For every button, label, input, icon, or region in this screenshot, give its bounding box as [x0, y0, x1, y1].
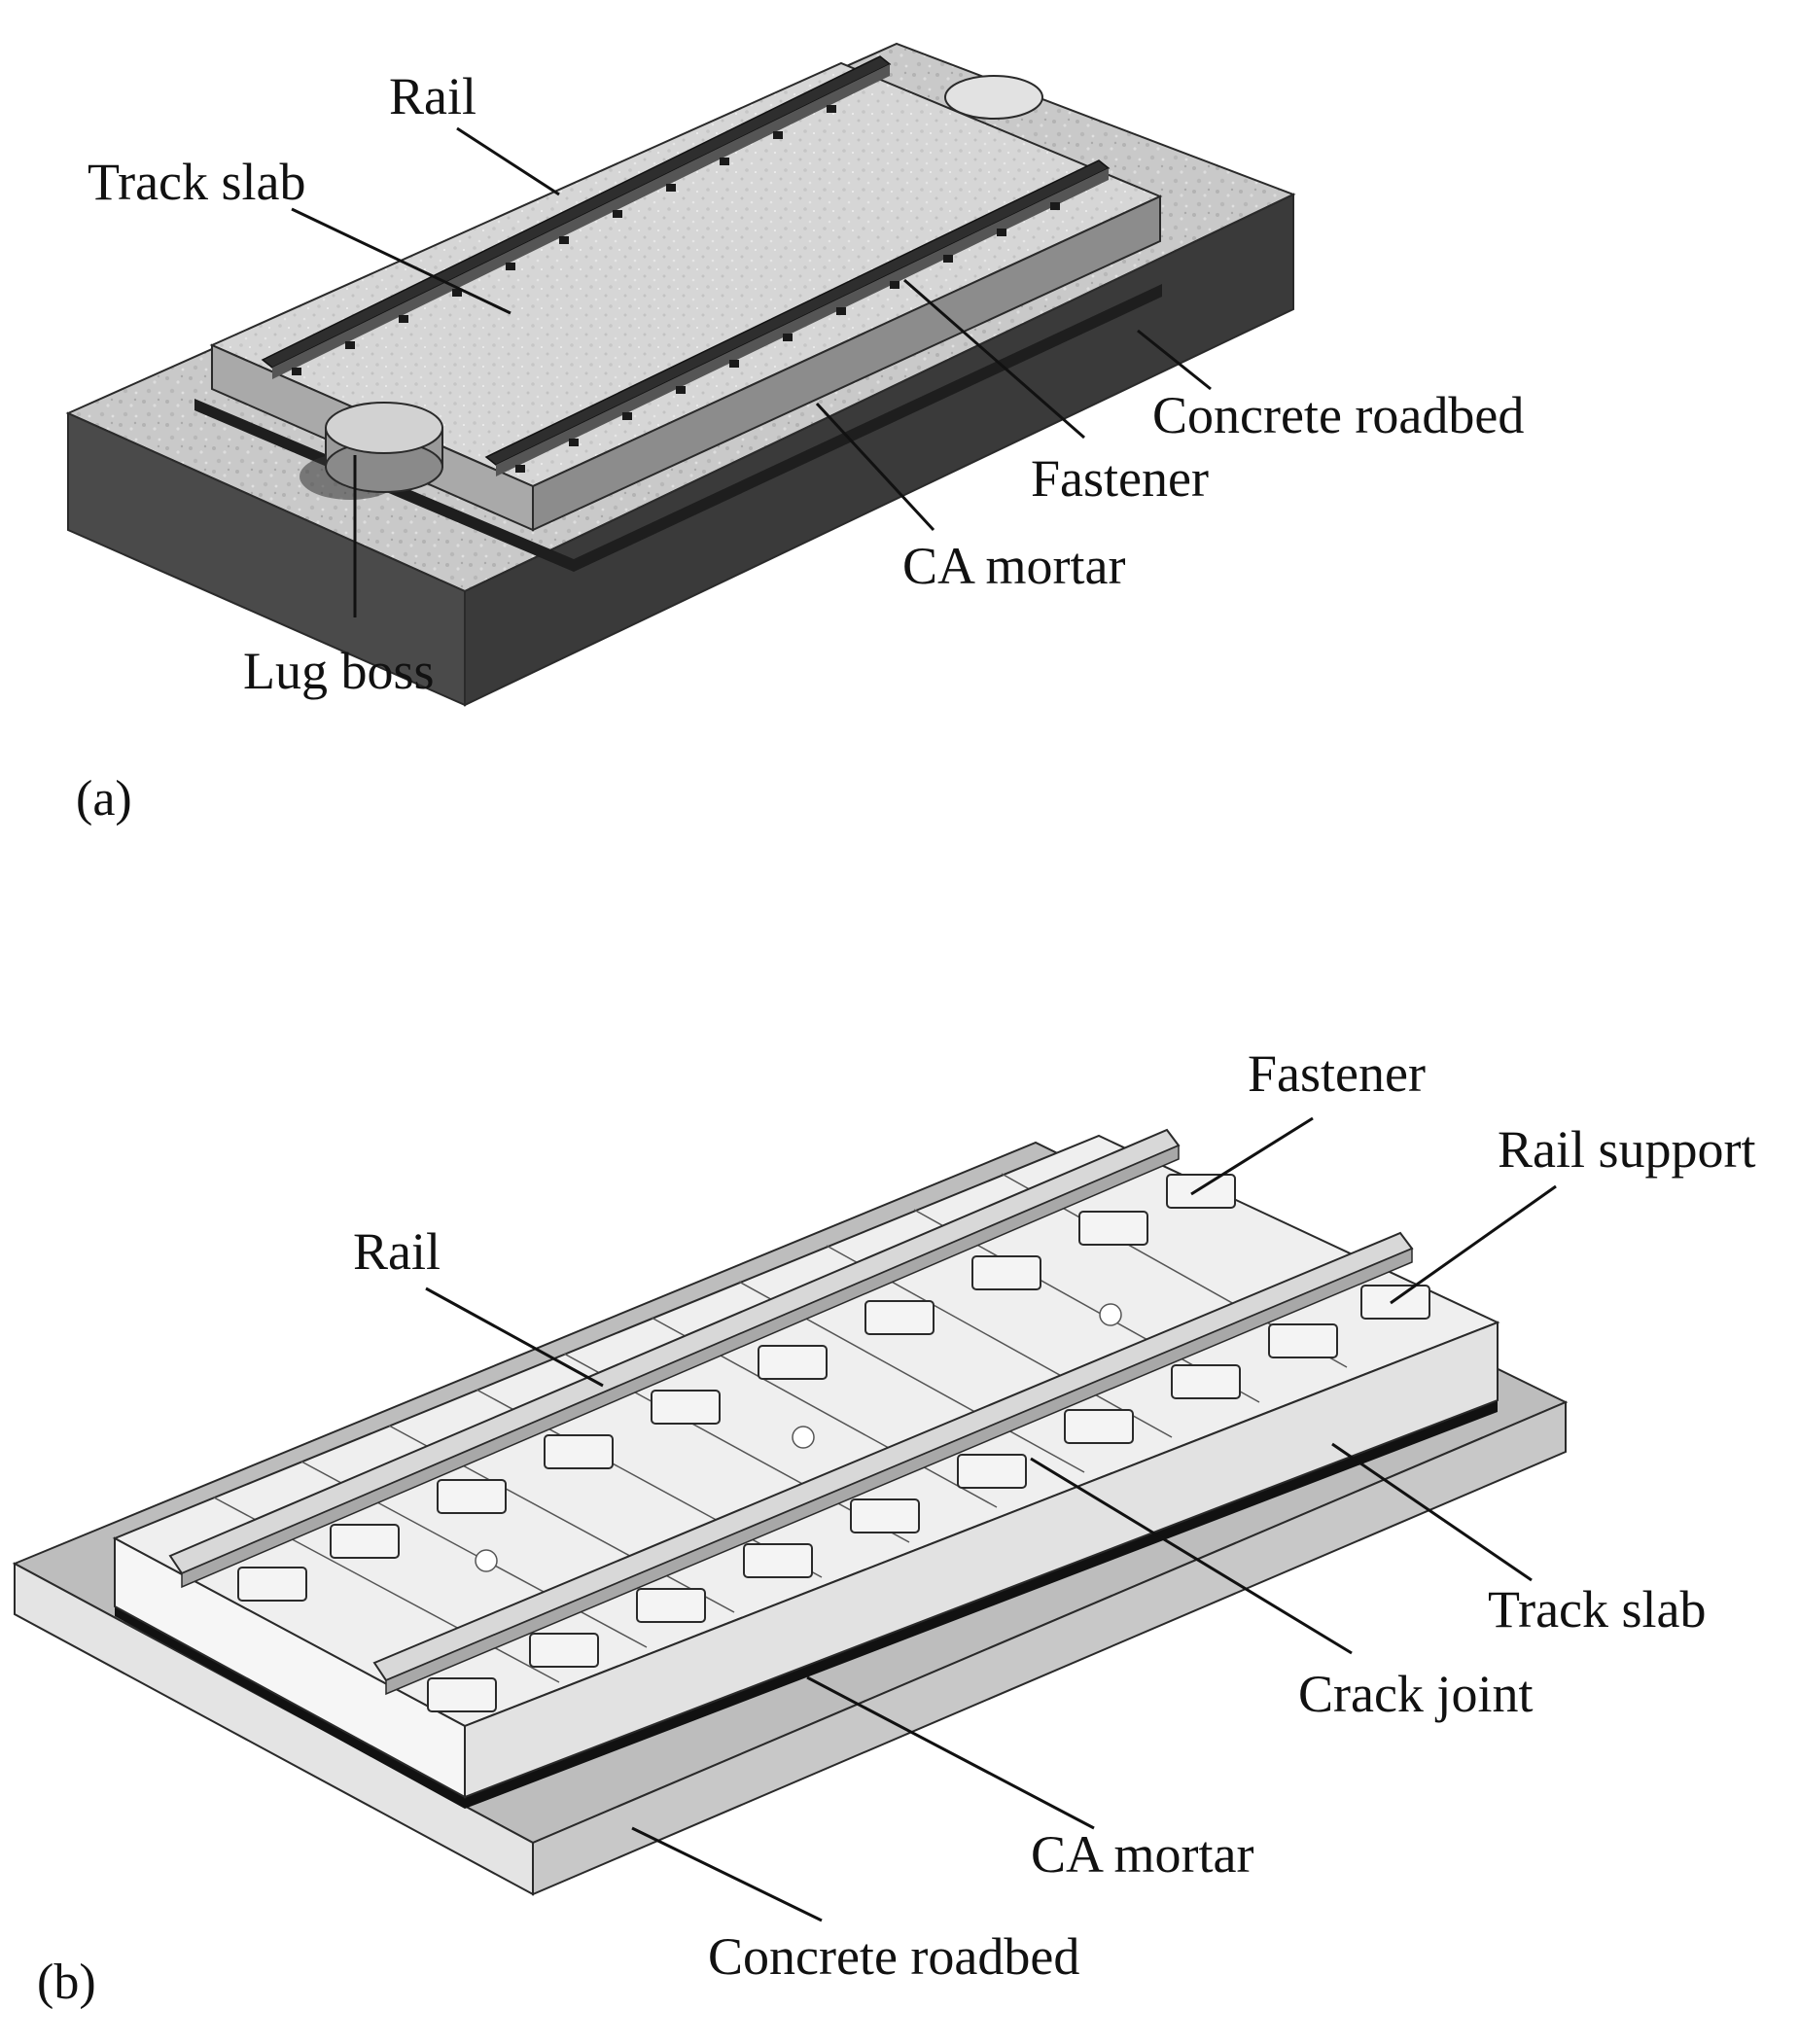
a-leader-lines	[291, 126, 1212, 617]
b-label-crack-joint: Crack joint	[1298, 1665, 1533, 1723]
b-label-rail-support: Rail support	[1498, 1120, 1756, 1179]
panel-b: Fastener Rail support Rail Track slab Cr…	[12, 1044, 1756, 2010]
b-label-ca-mortar: CA mortar	[1031, 1825, 1253, 1884]
a-fasteners	[292, 105, 1060, 473]
b-label-fastener: Fastener	[1248, 1044, 1426, 1103]
b-label-rail: Rail	[353, 1222, 441, 1281]
a-label-fastener: Fastener	[1031, 449, 1209, 508]
panel-a: Rail Track slab Concrete roadbed Fastene…	[65, 42, 1524, 827]
b-rail-right	[372, 1231, 1414, 1696]
b-label-concrete-roadbed: Concrete roadbed	[708, 1927, 1079, 1986]
b-caption: (b)	[37, 1955, 96, 2010]
a-label-track-slab: Track slab	[88, 153, 306, 211]
a-rail-left	[261, 55, 892, 379]
a-label-concrete-roadbed: Concrete roadbed	[1152, 386, 1524, 444]
b-label-track-slab: Track slab	[1488, 1580, 1707, 1639]
a-lug-boss-back	[944, 75, 1043, 120]
a-label-ca-mortar: CA mortar	[902, 537, 1125, 595]
a-lug-boss-front	[300, 402, 443, 500]
b-rail-left	[168, 1128, 1181, 1589]
a-rail-right	[484, 159, 1111, 476]
b-leader-lines	[425, 1116, 1557, 1922]
a-caption: (a)	[76, 771, 132, 827]
a-label-lug-boss: Lug boss	[243, 642, 435, 700]
a-label-rail: Rail	[389, 67, 476, 125]
a-ca-mortar-layer	[194, 284, 1162, 572]
b-rail-supports	[237, 1174, 1430, 1712]
